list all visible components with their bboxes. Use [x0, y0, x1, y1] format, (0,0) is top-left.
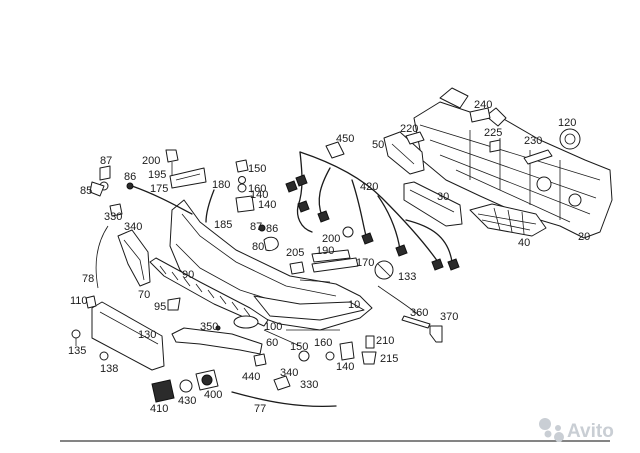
- callout-225: 225: [484, 127, 502, 139]
- callout-95: 95: [154, 301, 166, 313]
- callout-150b: 150: [290, 341, 308, 353]
- bracket-50: [383, 131, 425, 175]
- callout-86a: 86: [124, 171, 136, 183]
- trim-strip-78: [95, 225, 109, 289]
- callout-87b: 87: [250, 221, 262, 233]
- callout-87a: 87: [100, 155, 112, 167]
- clip-87-85-86: [89, 165, 193, 215]
- callout-40: 40: [518, 237, 530, 249]
- part-370: [429, 325, 443, 343]
- wire-180: [205, 189, 215, 223]
- part-133: [374, 260, 394, 280]
- callout-140c: 140: [250, 189, 268, 201]
- left-fasteners: [71, 295, 181, 361]
- trim-strip-77: [231, 391, 337, 408]
- callout-90: 90: [182, 269, 194, 281]
- callout-450: 450: [336, 133, 354, 145]
- parts-190-170: [311, 249, 359, 273]
- wiring-harness-420: [285, 151, 460, 271]
- callout-110: 110: [70, 295, 88, 307]
- callout-133: 133: [398, 271, 416, 283]
- parts-200-86-205-80: [258, 224, 354, 275]
- callout-20: 20: [578, 231, 590, 243]
- parts-440-340-330: [109, 203, 291, 391]
- callout-77: 77: [254, 403, 266, 415]
- avito-watermark: Avito: [539, 418, 614, 442]
- callout-60: 60: [266, 337, 278, 349]
- callout-140b: 140: [336, 361, 354, 373]
- callout-86b: 86: [266, 223, 278, 235]
- part-220: [405, 131, 425, 145]
- trim-strip-60: [171, 327, 263, 355]
- callout-350: 350: [200, 321, 218, 333]
- bolt-200: [165, 149, 179, 176]
- part-450: [325, 141, 345, 159]
- part-240-label: [469, 107, 491, 123]
- callout-215: 215: [380, 353, 398, 365]
- callout-420: 420: [360, 181, 378, 193]
- callout-85: 85: [80, 185, 92, 197]
- callout-130: 130: [138, 329, 156, 341]
- callout-120: 120: [558, 117, 576, 129]
- part-350-100: [215, 315, 340, 347]
- callout-340a: 340: [124, 221, 142, 233]
- parts-150-160-140: [235, 159, 255, 213]
- part-120-ring: [559, 128, 581, 150]
- callout-440: 440: [242, 371, 260, 383]
- part-230-sensor: [523, 149, 553, 165]
- callout-195: 195: [148, 169, 166, 181]
- part-225-clip: [489, 139, 501, 153]
- callout-400: 400: [204, 389, 222, 401]
- absorber-30: [403, 181, 463, 227]
- callout-205: 205: [286, 247, 304, 259]
- callout-360: 360: [410, 307, 428, 319]
- callout-200b: 200: [322, 233, 340, 245]
- avito-dots-logo: [539, 418, 564, 442]
- bracket-175: [169, 167, 207, 189]
- callout-150a: 150: [248, 163, 266, 175]
- callout-210: 210: [376, 335, 394, 347]
- side-trim-70: [117, 229, 151, 287]
- callout-labels: 10 20 30 40 50 60 70 77 78 80 85 86 86 8…: [68, 99, 590, 415]
- callout-175: 175: [150, 183, 168, 195]
- callout-10: 10: [348, 299, 360, 311]
- callout-220: 220: [400, 123, 418, 135]
- callout-430: 430: [178, 395, 196, 407]
- callout-370: 370: [440, 311, 458, 323]
- callout-180: 180: [212, 179, 230, 191]
- part-360: [377, 285, 431, 329]
- callout-160b: 160: [314, 337, 332, 349]
- callout-240: 240: [474, 99, 492, 111]
- callout-160a: 160: [248, 183, 266, 195]
- callout-190: 190: [316, 245, 334, 257]
- callout-170: 170: [356, 257, 374, 269]
- grille-40: [469, 203, 547, 237]
- callout-330a: 330: [104, 211, 122, 223]
- callout-200a: 200: [142, 155, 160, 167]
- lower-fasteners: [298, 335, 377, 365]
- callout-340b: 340: [280, 367, 298, 379]
- callout-138: 138: [100, 363, 118, 375]
- callout-140a: 140: [258, 199, 276, 211]
- callout-50: 50: [372, 139, 384, 151]
- callout-185: 185: [214, 219, 232, 231]
- callout-410: 410: [150, 403, 168, 415]
- lower-grille-90: [149, 257, 269, 327]
- callout-70: 70: [138, 289, 150, 301]
- callout-100: 100: [264, 321, 282, 333]
- callout-135: 135: [68, 345, 86, 357]
- license-plate-130: [91, 301, 165, 371]
- callout-80: 80: [252, 241, 264, 253]
- watermark-text: Avito: [567, 421, 614, 442]
- callout-230: 230: [524, 135, 542, 147]
- reinforcement-beam: [413, 87, 613, 239]
- parking-sensors: [151, 369, 219, 403]
- callout-78: 78: [82, 273, 94, 285]
- callout-30: 30: [437, 191, 449, 203]
- callout-330b: 330: [300, 379, 318, 391]
